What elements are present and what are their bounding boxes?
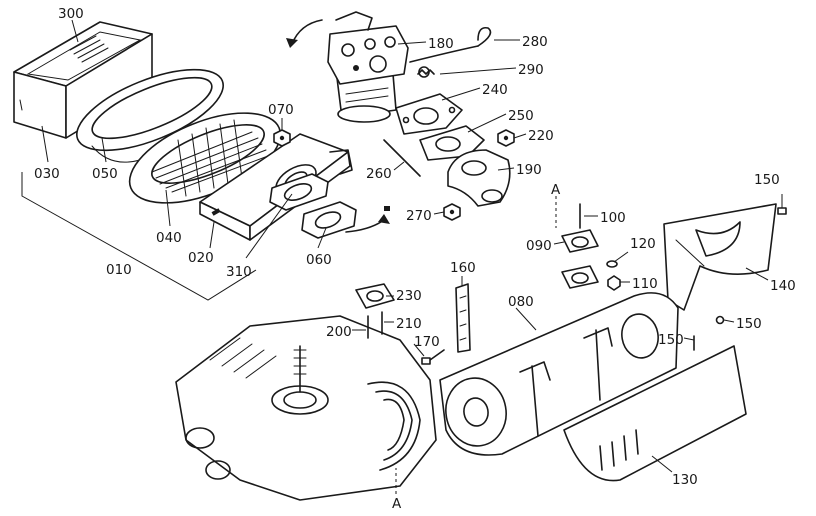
label-170: 170 [414, 334, 440, 350]
arrow-head-icon [286, 38, 298, 48]
air-filter-element[interactable] [117, 95, 292, 222]
carburetor[interactable] [327, 11, 409, 123]
label-020: 020 [188, 250, 214, 266]
engine-block [175, 315, 437, 501]
muffler-080[interactable] [439, 292, 679, 456]
pre-cleaner-foam[interactable] [66, 53, 233, 167]
label-050: 050 [92, 166, 118, 182]
label-150-muffler: 150 [658, 332, 684, 348]
gasket-230-part[interactable] [355, 283, 395, 309]
nut-220-part[interactable] [497, 129, 515, 147]
gasket-250-part[interactable] [419, 125, 485, 161]
label-300: 300 [58, 6, 84, 22]
marker-a-bottom: A [392, 496, 402, 512]
leader-lines [41, 19, 783, 494]
label-060: 060 [306, 252, 332, 268]
label-010: 010 [106, 262, 132, 278]
muffler-cover-130[interactable] [563, 345, 747, 482]
label-250: 250 [508, 108, 534, 124]
muffler-guard-140[interactable] [663, 203, 777, 311]
assembly-bracket-010 [21, 172, 257, 301]
label-030: 030 [34, 166, 60, 182]
label-090: 090 [526, 238, 552, 254]
label-110: 110 [632, 276, 658, 292]
label-230: 230 [396, 288, 422, 304]
label-190: 190 [516, 162, 542, 178]
gasket-310-part[interactable] [269, 173, 329, 211]
label-180: 180 [428, 36, 454, 52]
exhaust-gasket-090[interactable] [561, 229, 599, 253]
bolt-170-part[interactable] [421, 349, 445, 365]
insulator-gasket-240[interactable] [395, 93, 463, 135]
label-160: 160 [450, 260, 476, 276]
choke-link[interactable] [409, 26, 492, 63]
bolt-icon [384, 206, 390, 211]
label-130: 130 [672, 472, 698, 488]
label-200: 200 [326, 324, 352, 340]
screw-150-right[interactable] [715, 315, 725, 325]
nut-110-part[interactable] [607, 275, 621, 291]
stud-260-part[interactable] [383, 139, 421, 177]
label-270: 270 [406, 208, 432, 224]
marker-a-top: A [551, 182, 561, 198]
label-100: 100 [600, 210, 626, 226]
label-260: 260 [366, 166, 392, 182]
label-120: 120 [630, 236, 656, 252]
gasket-060-part[interactable] [301, 201, 357, 239]
air-cleaner-cover[interactable] [13, 21, 153, 139]
label-280: 280 [522, 34, 548, 50]
label-070: 070 [268, 102, 294, 118]
exhaust-gasket-upper[interactable] [561, 265, 599, 289]
nut-070-part[interactable] [273, 129, 291, 147]
label-040: 040 [156, 230, 182, 246]
screw-150-top[interactable] [777, 207, 787, 215]
label-140: 140 [770, 278, 796, 294]
label-240: 240 [482, 82, 508, 98]
label-080: 080 [508, 294, 534, 310]
label-310: 310 [226, 264, 252, 280]
label-290: 290 [518, 62, 544, 78]
nut-270-part[interactable] [443, 203, 461, 221]
bracket-160-part[interactable] [455, 283, 471, 353]
label-150-right: 150 [736, 316, 762, 332]
label-220: 220 [528, 128, 554, 144]
intake-elbow[interactable] [447, 149, 511, 207]
arrow-head-icon [378, 214, 390, 224]
label-150-top: 150 [754, 172, 780, 188]
spring-290-part[interactable] [417, 66, 435, 78]
label-210: 210 [396, 316, 422, 332]
washer-120-part[interactable] [606, 260, 618, 268]
